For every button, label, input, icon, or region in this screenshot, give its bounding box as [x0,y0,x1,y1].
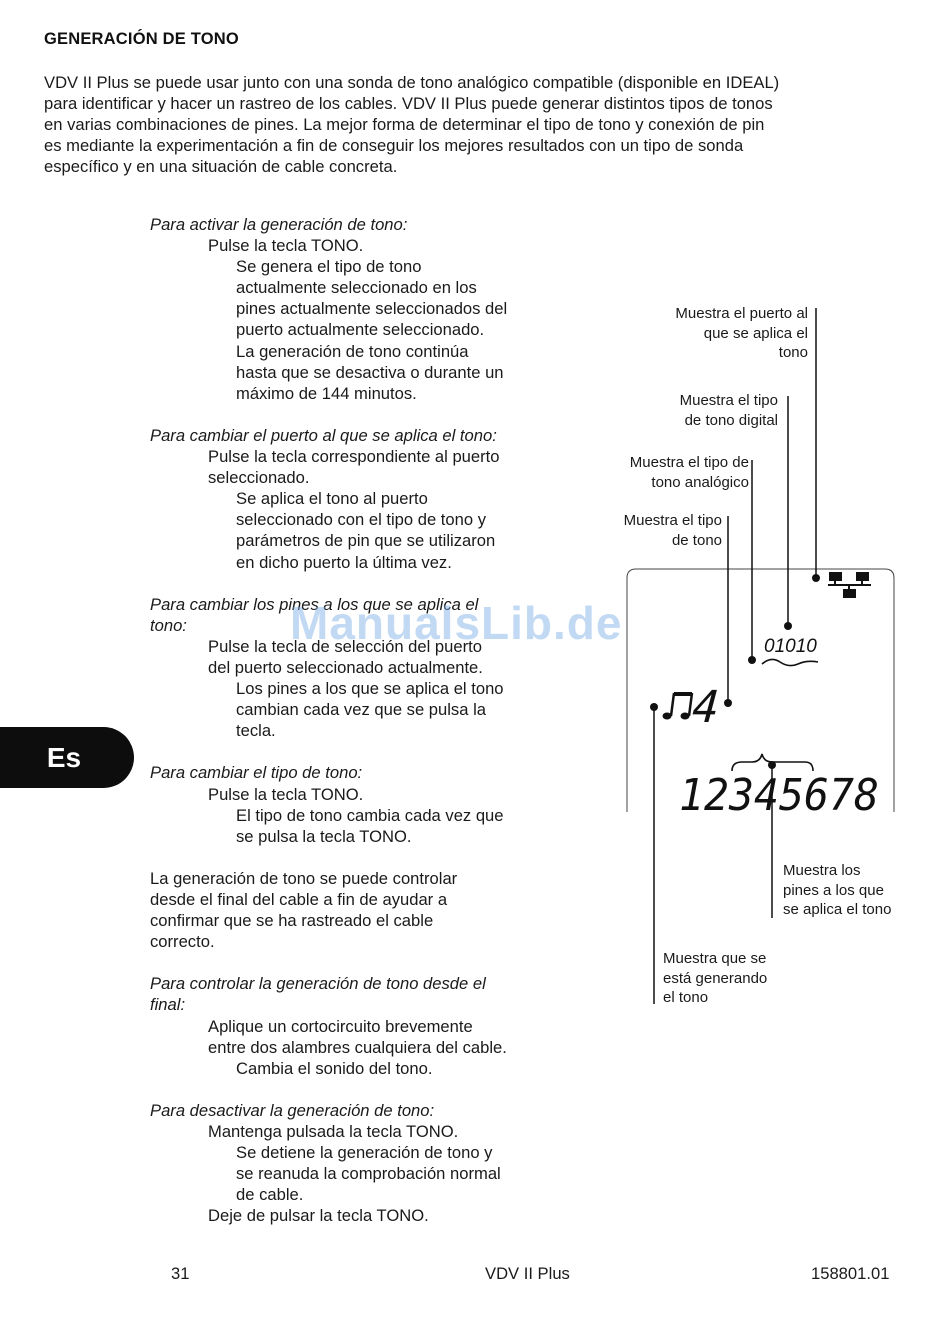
instruction-heading: tono: [150,615,187,635]
music-notes-icon [662,692,694,720]
instruction-line: El tipo de tono cambia cada vez que [236,805,504,825]
lcd-pin-digits: 12345678 [679,770,879,821]
footer-product: VDV II Plus [485,1264,570,1283]
lcd-digital-code: 01010 [764,636,817,657]
instruction-line: se reanuda la comprobación normal [236,1164,501,1184]
instruction-heading: Para cambiar el tipo de tono: [150,763,363,783]
instruction-line: parámetros de pin que se utilizaron [236,531,496,551]
callout-dot-port [812,574,820,582]
instruction-line: de cable. [236,1185,304,1205]
callout-dot-generating [650,703,658,711]
intro-line: en varias combinaciones de pines. La mej… [44,115,765,134]
analog-wave-icon [761,658,819,667]
instruction-line: Pulse la tecla correspondiente al puerto [208,447,500,467]
intro-line: para identificar y hacer un rastreo de l… [44,94,773,113]
instruction-line: Los pines a los que se aplica el tono [236,679,504,699]
instruction-line: seleccionado con el tipo de tono y [236,510,487,530]
intro-line: es mediante la experimentación a fin de … [44,136,744,155]
instruction-line: Se detiene la generación de tono y [236,1143,493,1163]
instruction-line: La generación de tono se puede controlar [150,868,458,888]
instructions-body: Para activar la generación de tono: Pulse… [150,214,580,1227]
lcd-tone-number: 4 [691,682,721,733]
instruction-line: actualmente seleccionado en los [236,278,477,298]
instruction-line: Deje de pulsar la tecla TONO. [208,1206,429,1226]
instruction-line: Pulse la tecla TONO. [208,236,364,256]
instruction-line: Aplique un cortocircuito brevemente [208,1016,473,1036]
section-title: GENERACIÓN DE TONO [44,30,239,48]
instruction-line: tecla. [236,721,276,741]
intro-line: VDV II Plus se puede usar junto con una … [44,73,780,92]
instruction-line: cambian cada vez que se pulsa la [236,700,486,720]
instruction-line: Se aplica el tono al puerto [236,489,428,509]
instruction-line: confirmar que se ha rastreado el cable [150,911,434,931]
instruction-line: máximo de 144 minutos. [236,383,417,403]
language-tab: Es [0,727,134,788]
instruction-line: Se genera el tipo de tono [236,257,422,277]
instruction-line: pines actualmente seleccionados del [236,299,508,319]
instruction-line: se pulsa la tecla TONO. [236,826,412,846]
intro-paragraph: VDV II Plus se puede usar junto con una … [44,72,924,177]
instruction-line: Pulse la tecla TONO. [208,784,364,804]
instruction-heading: Para desactivar la generación de tono: [150,1100,435,1120]
instruction-line: La generación de tono continúa [236,341,469,361]
instruction-line: Pulse la tecla de selección del puerto [208,636,482,656]
instruction-heading: Para controlar la generación de tono des… [150,974,486,994]
instruction-line: Mantenga pulsada la tecla TONO. [208,1122,459,1142]
instruction-line: en dicho puerto la última vez. [236,552,452,572]
pin-brace [731,753,814,772]
callout-dot-digital [784,622,792,630]
instruction-line: Cambia el sonido del tono. [236,1058,433,1078]
instruction-line: hasta que se desactiva o durante un [236,362,504,382]
instruction-heading: final: [150,995,186,1015]
page-number: 31 [171,1264,190,1283]
intro-line: específico y en una situación de cable c… [44,157,398,176]
instruction-line: puerto actualmente seleccionado. [236,320,485,340]
instruction-heading: Para cambiar el puerto al que se aplica … [150,425,497,445]
network-port-icon [828,572,871,598]
callout-dot-analog [748,656,756,664]
instruction-line: entre dos alambres cualquiera del cable. [208,1037,507,1057]
footer-doc-code: 158801.01 [811,1264,890,1283]
instruction-heading: Para activar la generación de tono: [150,215,408,234]
instruction-line: del puerto seleccionado actualmente. [208,657,483,677]
callout-dot-pins [768,761,776,769]
instruction-line: correcto. [150,932,215,952]
callout-dot-type [724,699,732,707]
watermark: ManualsLib.de [290,597,623,649]
instruction-heading: Para cambiar los pines a los que se apli… [150,594,479,614]
instruction-line: seleccionado. [208,468,310,488]
instruction-line: desde el final del cable a fin de ayudar… [150,890,448,909]
